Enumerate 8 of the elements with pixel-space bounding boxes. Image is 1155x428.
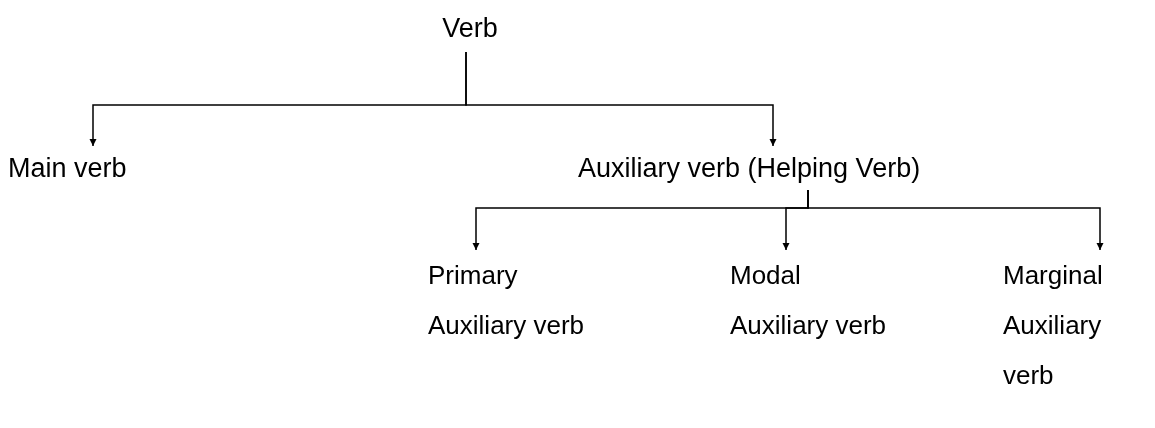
node-label: Marginal Auxiliary verb [1003,259,1104,392]
arrow [807,189,1104,251]
node-label: Main verb [8,152,128,185]
node-label: Auxiliary verb (Helping Verb) [578,152,922,185]
node-label: Verb [441,12,499,45]
node-label: Primary Auxiliary verb [428,259,586,342]
node-label: Modal Auxiliary verb [730,259,888,342]
arrow [465,51,777,147]
